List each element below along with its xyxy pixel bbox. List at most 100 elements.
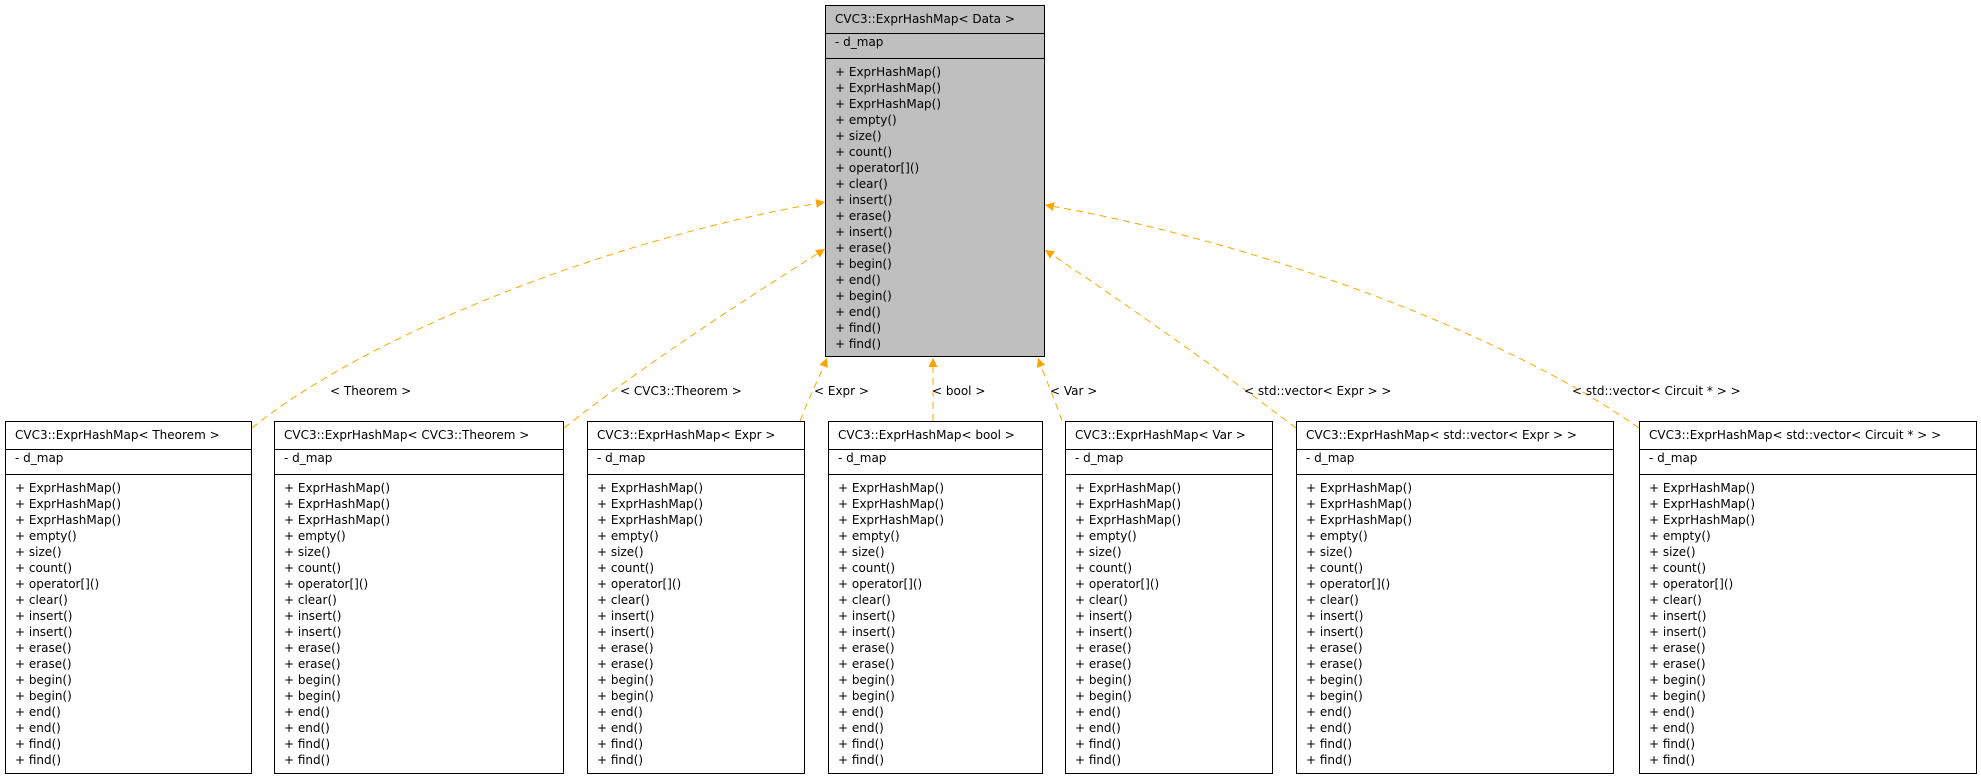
method: + empty() [1306, 529, 1368, 543]
method: + find() [1306, 753, 1353, 767]
inheritance-arrow [1044, 202, 1640, 429]
instantiation-box[interactable]: CVC3::ExprHashMap< Var >- d_map+ ExprHas… [1065, 421, 1273, 774]
method: + operator[]() [1649, 577, 1734, 591]
method: + erase() [838, 657, 895, 671]
method: + count() [1649, 561, 1707, 575]
method: + end() [284, 721, 330, 735]
method: + ExprHashMap() [15, 497, 122, 511]
method: + operator[]() [835, 161, 920, 175]
method: + insert() [597, 625, 655, 639]
method: + empty() [1649, 529, 1711, 543]
class-title: CVC3::ExprHashMap< Data > [826, 6, 1044, 34]
method: + erase() [1075, 657, 1132, 671]
class-title: CVC3::ExprHashMap< std::vector< Expr > > [1297, 422, 1613, 450]
class-methods: + ExprHashMap() + ExprHashMap() + ExprHash… [1297, 475, 1613, 768]
method: + ExprHashMap() [838, 481, 945, 495]
class-title: CVC3::ExprHashMap< CVC3::Theorem > [275, 422, 563, 450]
method: + erase() [284, 657, 341, 671]
method: + operator[]() [15, 577, 100, 591]
method: + size() [835, 129, 882, 143]
class-title: CVC3::ExprHashMap< std::vector< Circuit … [1640, 422, 1976, 450]
method: + ExprHashMap() [284, 513, 391, 527]
method: + insert() [838, 625, 896, 639]
method: + ExprHashMap() [15, 481, 122, 495]
method: + count() [15, 561, 73, 575]
base-class-box[interactable]: CVC3::ExprHashMap< Data >- d_map+ ExprHa… [825, 5, 1045, 357]
method: + ExprHashMap() [835, 81, 942, 95]
method: + begin() [1306, 673, 1363, 687]
method: + operator[]() [1306, 577, 1391, 591]
method: + end() [835, 273, 881, 287]
inheritance-arrow [251, 199, 826, 429]
method: + find() [15, 753, 62, 767]
method: + ExprHashMap() [1649, 497, 1756, 511]
class-title: CVC3::ExprHashMap< bool > [829, 422, 1042, 450]
method: + insert() [1075, 625, 1133, 639]
instantiation-box[interactable]: CVC3::ExprHashMap< bool >- d_map+ ExprHa… [828, 421, 1043, 774]
method: + operator[]() [838, 577, 923, 591]
method: + size() [15, 545, 62, 559]
method: + empty() [284, 529, 346, 543]
method: + count() [835, 145, 893, 159]
attribute: - d_map [15, 451, 64, 465]
method: + begin() [1649, 673, 1706, 687]
method: + ExprHashMap() [1306, 497, 1413, 511]
edge-label: < std::vector< Circuit * > > [1572, 384, 1741, 398]
method: + erase() [838, 641, 895, 655]
method: + count() [838, 561, 896, 575]
method: + end() [597, 705, 643, 719]
method: + clear() [835, 177, 888, 191]
method: + find() [597, 737, 644, 751]
method: + ExprHashMap() [597, 513, 704, 527]
method: + find() [1075, 737, 1122, 751]
instantiation-box[interactable]: CVC3::ExprHashMap< Theorem >- d_map+ Exp… [5, 421, 252, 774]
method: + end() [835, 305, 881, 319]
method: + operator[]() [284, 577, 369, 591]
class-methods: + ExprHashMap()+ ExprHashMap()+ ExprHash… [829, 475, 1042, 768]
method: + operator[]() [1075, 577, 1160, 591]
method: + ExprHashMap() [1306, 481, 1413, 495]
class-methods: + ExprHashMap()+ ExprHashMap()+ ExprHash… [1066, 475, 1272, 768]
attribute: - d_map [838, 451, 887, 465]
method: + count() [284, 561, 342, 575]
instantiation-box[interactable]: CVC3::ExprHashMap< std::vector< Circuit … [1639, 421, 1977, 774]
method: + find() [1649, 737, 1696, 751]
method: + erase() [1649, 657, 1706, 671]
method: + erase() [1306, 641, 1363, 655]
method: + erase() [1075, 641, 1132, 655]
method: + begin() [597, 673, 654, 687]
attribute: - d_map [1306, 451, 1355, 465]
method: + ExprHashMap() [284, 481, 391, 495]
method: + insert() [1306, 625, 1364, 639]
method: + find() [15, 737, 62, 751]
method: + end() [838, 705, 884, 719]
attribute: - d_map [597, 451, 646, 465]
method: + ExprHashMap() [1649, 513, 1756, 527]
method: + ExprHashMap() [1306, 513, 1413, 527]
method: + ExprHashMap() [597, 481, 704, 495]
method: + insert() [1649, 625, 1707, 639]
instantiation-box[interactable]: CVC3::ExprHashMap< Expr >- d_map+ ExprHa… [587, 421, 805, 774]
method: + erase() [835, 209, 892, 223]
method: + insert() [15, 609, 73, 623]
method: + erase() [1649, 641, 1706, 655]
method: + empty() [838, 529, 900, 543]
method: + count() [1306, 561, 1364, 575]
inheritance-arrow [799, 357, 828, 422]
method: + size() [1075, 545, 1122, 559]
method: + ExprHashMap() [1075, 481, 1182, 495]
class-methods: + ExprHashMap()+ ExprHashMap()+ ExprHash… [1640, 475, 1976, 768]
method: + end() [15, 705, 61, 719]
class-attributes: - d_map [6, 450, 251, 475]
method: + end() [1306, 721, 1352, 735]
instantiation-box[interactable]: CVC3::ExprHashMap< CVC3::Theorem >- d_ma… [274, 421, 564, 774]
method: + find() [1075, 753, 1122, 767]
class-methods: + ExprHashMap()+ ExprHashMap()+ ExprHash… [275, 475, 563, 768]
method: + erase() [597, 641, 654, 655]
method: + ExprHashMap() [835, 97, 942, 111]
instantiation-box[interactable]: CVC3::ExprHashMap< std::vector< Expr > >… [1296, 421, 1614, 774]
method: + insert() [835, 225, 893, 239]
method: + end() [1075, 705, 1121, 719]
class-attributes: - d_map [275, 450, 563, 475]
